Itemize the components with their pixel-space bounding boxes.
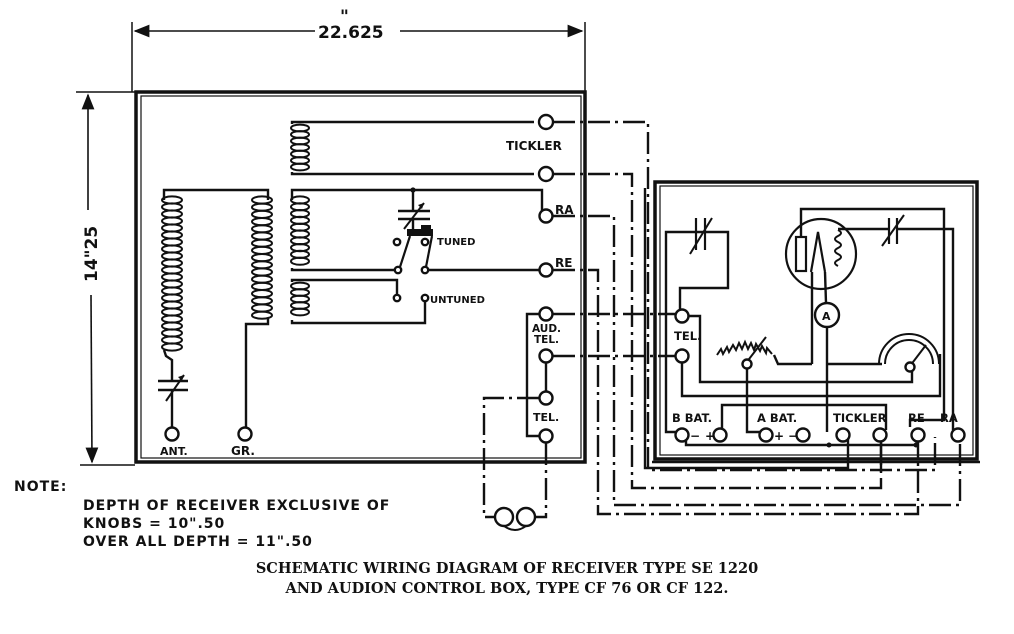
- tickler-cb-terminal: [835, 427, 851, 443]
- antenna-variable-capacitor: [158, 374, 188, 428]
- coil-turn: [290, 307, 310, 317]
- aud-tel-terminal-top: [538, 306, 554, 322]
- untuned-coil: [290, 281, 310, 317]
- coil-turn: [251, 217, 273, 227]
- width-dimension-label: 22.625: [318, 23, 384, 43]
- coil-turn: [290, 256, 310, 266]
- gr-terminal: [237, 426, 253, 442]
- tickler-terminal-top: [537, 113, 555, 131]
- b-minus-sign: −: [690, 429, 700, 443]
- receiver-box: [134, 90, 587, 464]
- tickler-label: TICKLER: [506, 139, 562, 153]
- tuned-label: TUNED: [437, 237, 475, 248]
- coil-turn: [251, 245, 273, 255]
- tel-terminal-bottom: [538, 428, 554, 444]
- a-bat-minus-terminal: [795, 427, 811, 443]
- coil-turn: [251, 231, 273, 241]
- coil-turn: [251, 238, 273, 248]
- a-bat-label: A BAT.: [757, 411, 797, 425]
- coil-turn: [290, 162, 310, 172]
- aud-tel-label-line2: TEL.: [534, 334, 559, 346]
- control-box-circuit: A: [643, 188, 955, 472]
- ammeter-label: A: [822, 310, 831, 323]
- caption-line-2: AND AUDION CONTROL BOX, TYPE CF 76 OR CF…: [285, 580, 729, 597]
- caption-line-1: SCHEMATIC WIRING DIAGRAM OF RECEIVER TYP…: [255, 560, 759, 577]
- secondary-coil: [251, 195, 273, 320]
- cb-tel-label: TEL.: [674, 329, 701, 343]
- a-minus-sign: −: [788, 429, 798, 443]
- ant-terminal: [164, 426, 180, 442]
- re-cb-terminal: [872, 427, 888, 443]
- coil-turn: [251, 224, 273, 234]
- tel-label: TEL.: [533, 411, 559, 424]
- ra-terminal: [538, 208, 554, 224]
- tube-filament: [809, 231, 827, 273]
- coil-turn: [251, 289, 273, 299]
- tickler-coil: [290, 120, 534, 176]
- b-bat-plus-terminal: [712, 427, 728, 443]
- note-line-3: OVER ALL DEPTH = 11".50: [83, 534, 313, 550]
- coil-turn: [251, 209, 273, 219]
- a-bat-plus-terminal: [758, 427, 774, 443]
- antenna-coil: [161, 195, 183, 352]
- potentiometer: [878, 333, 940, 365]
- aud-tel-terminal-bottom: [538, 348, 554, 364]
- coil-turn: [251, 296, 273, 306]
- coil-turn: [251, 260, 273, 270]
- control-box-terminals: [674, 427, 966, 443]
- b-plus-sign: +: [705, 429, 715, 443]
- tickler-terminal-bottom: [537, 165, 555, 183]
- tube-grid: [834, 229, 842, 267]
- aud-tel-label-line1: AUD.: [532, 323, 561, 335]
- b-bat-label: B BAT.: [672, 411, 712, 425]
- width-dimension: 22.625 ": [131, 7, 586, 92]
- untuned-label: UNTUNED: [430, 295, 485, 306]
- re-label: RE: [555, 256, 572, 270]
- tuning-capacitor: [398, 190, 430, 230]
- grid-coil: [290, 195, 310, 266]
- b-bat-minus-terminal: [674, 427, 690, 443]
- coil-turn: [251, 274, 273, 284]
- coil-turn: [251, 253, 273, 263]
- ant-label: ANT.: [160, 445, 188, 458]
- gr-label: GR.: [231, 444, 255, 458]
- height-dimension-label: 14"25: [82, 226, 102, 282]
- tel-terminal-top: [538, 390, 554, 406]
- cb-tel-terminal-top: [674, 308, 690, 324]
- coil-turn: [251, 281, 273, 291]
- a-plus-sign: +: [774, 429, 784, 443]
- coil-turn: [161, 342, 183, 352]
- audion-control-box: [652, 180, 980, 464]
- cb-ra-label: RA: [940, 411, 958, 425]
- note-line-2: KNOBS = 10".50: [83, 516, 226, 532]
- ra-cb-terminal-1: [910, 427, 926, 443]
- cb-tickler-label: TICKLER: [833, 411, 887, 425]
- audion-tube: [784, 217, 858, 291]
- headphones: [482, 396, 548, 531]
- ra-label: RA: [555, 203, 574, 217]
- coil-turn: [251, 303, 273, 313]
- coil-turn: [251, 267, 273, 277]
- inch-mark: ": [340, 7, 349, 27]
- note-line-1: DEPTH OF RECEIVER EXCLUSIVE OF: [83, 498, 391, 514]
- cb-tel-terminal-bottom: [674, 348, 690, 364]
- coil-turn: [251, 202, 273, 212]
- re-terminal: [538, 262, 554, 278]
- coil-turn: [251, 310, 273, 320]
- tuned-untuned-switch: [392, 225, 434, 303]
- height-dimension: 14"25: [76, 91, 135, 466]
- note-heading: NOTE:: [14, 479, 68, 495]
- tube-plate: [794, 235, 808, 273]
- rheostat: [716, 339, 773, 357]
- cb-re-label: RE: [908, 411, 925, 425]
- ra-cb-terminal-2: [950, 427, 966, 443]
